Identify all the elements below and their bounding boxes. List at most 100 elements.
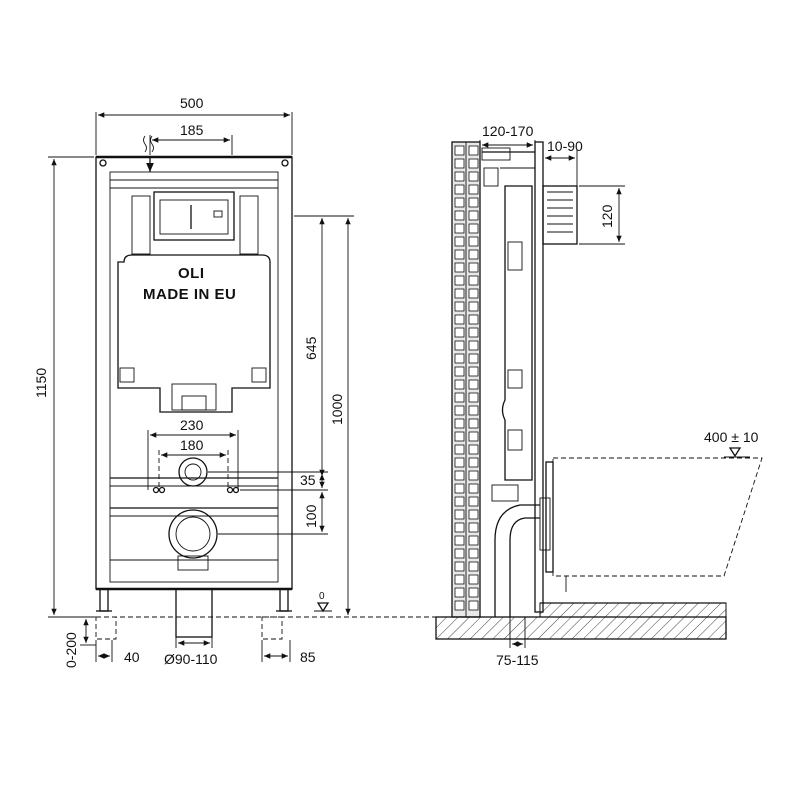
foot-ghost-left — [95, 616, 117, 640]
brick — [468, 561, 479, 572]
dim-height-1150: 1150 — [33, 156, 94, 618]
brick — [468, 444, 479, 455]
brick — [468, 262, 479, 273]
brick — [468, 197, 479, 208]
brick — [468, 223, 479, 234]
dim-flush-height-label: 645 — [303, 336, 319, 360]
dim-wall-depth-label: 120-170 — [482, 123, 534, 139]
dim-width-label: 500 — [180, 95, 204, 111]
dim-inlet-offset-35: 35 — [208, 471, 328, 491]
brick — [454, 405, 465, 416]
brick — [468, 145, 479, 156]
brick — [454, 145, 465, 156]
brick — [468, 314, 479, 325]
water-inlet — [152, 457, 240, 494]
brick — [454, 301, 465, 312]
front-view: OLI MADE IN EU 500 — [33, 95, 440, 668]
brick — [454, 340, 465, 351]
flush-box — [542, 185, 578, 245]
brick — [468, 288, 479, 299]
brick — [454, 366, 465, 377]
dim-frame-height-label: 1000 — [329, 394, 345, 425]
brick — [468, 275, 479, 286]
brick — [454, 522, 465, 533]
brick — [468, 392, 479, 403]
brick — [468, 470, 479, 481]
brick — [454, 197, 465, 208]
brick — [454, 431, 465, 442]
brick — [454, 535, 465, 546]
brick — [468, 236, 479, 247]
dim-flush-plate-185: 185 — [149, 122, 233, 155]
brick — [468, 509, 479, 520]
brick — [454, 184, 465, 195]
dim-drain-diameter-label: Ø90-110 — [164, 651, 218, 667]
brick — [454, 236, 465, 247]
brick — [454, 327, 465, 338]
dim-flush-plate-label: 185 — [180, 122, 204, 138]
dim-outlet-depth-label: 75-115 — [496, 652, 539, 668]
brick — [454, 418, 465, 429]
brick — [468, 171, 479, 182]
dim-bolt-inner-180: 180 — [158, 437, 229, 488]
brick — [454, 158, 465, 169]
dim-box-height-120: 120 — [579, 185, 625, 245]
dim-foot-adjust-0-200: 0-200 — [63, 616, 96, 668]
frame-side-profile — [481, 141, 544, 613]
brick — [454, 509, 465, 520]
cistern-tank — [117, 191, 271, 413]
brick — [468, 522, 479, 533]
brick — [468, 340, 479, 351]
dim-flush-height-645: 645 — [294, 215, 328, 476]
brick — [468, 483, 479, 494]
water-supply-icon — [143, 135, 154, 172]
brick — [454, 171, 465, 182]
dim-width-500: 500 — [95, 95, 293, 155]
dim-bowl-height-label: 400 ± 10 — [704, 429, 759, 445]
dim-foot-adjust-label: 0-200 — [63, 632, 79, 668]
dim-drain-diameter: Ø90-110 — [164, 637, 218, 667]
brick — [454, 288, 465, 299]
brick — [454, 379, 465, 390]
brick — [454, 587, 465, 598]
brick — [454, 353, 465, 364]
brick — [468, 496, 479, 507]
dim-frame-height-1000: 100 0 — [294, 215, 354, 615]
brick — [454, 314, 465, 325]
brick — [454, 210, 465, 221]
brick — [468, 574, 479, 585]
dim-bolt-outer-label: 230 — [180, 417, 204, 433]
brick — [468, 379, 479, 390]
brick — [468, 405, 479, 416]
brick — [454, 574, 465, 585]
drain-pipe-side — [491, 484, 551, 617]
cistern-side — [501, 185, 533, 481]
dim-bowl-height: 400 ± 10 — [704, 429, 759, 458]
brick — [468, 158, 479, 169]
dim-height-label: 1150 — [33, 368, 49, 398]
brick — [468, 600, 479, 611]
dim-foot-left-40: 40 — [95, 640, 140, 665]
brick — [454, 249, 465, 260]
brick — [454, 275, 465, 286]
drain-outlet — [168, 509, 218, 571]
level-zero-marker: 0 — [314, 591, 332, 613]
brick — [454, 457, 465, 468]
dim-outlet-offset-100: 100 — [218, 492, 328, 535]
brick — [454, 548, 465, 559]
dim-outlet-offset-label: 100 — [303, 504, 319, 528]
floor-slab — [435, 602, 727, 640]
brick-wall — [451, 141, 481, 618]
dim-bolt-inner-label: 180 — [180, 437, 204, 453]
brick — [468, 366, 479, 377]
dim-foot-left-label: 40 — [124, 649, 140, 665]
dim-outlet-depth-75-115: 75-115 — [496, 617, 539, 668]
dim-box-height-label: 120 — [599, 204, 615, 228]
brick — [454, 223, 465, 234]
brick — [468, 184, 479, 195]
frame-feet — [96, 588, 292, 638]
brick — [454, 496, 465, 507]
dim-foot-right-label: 85 — [300, 649, 316, 665]
brick — [468, 327, 479, 338]
